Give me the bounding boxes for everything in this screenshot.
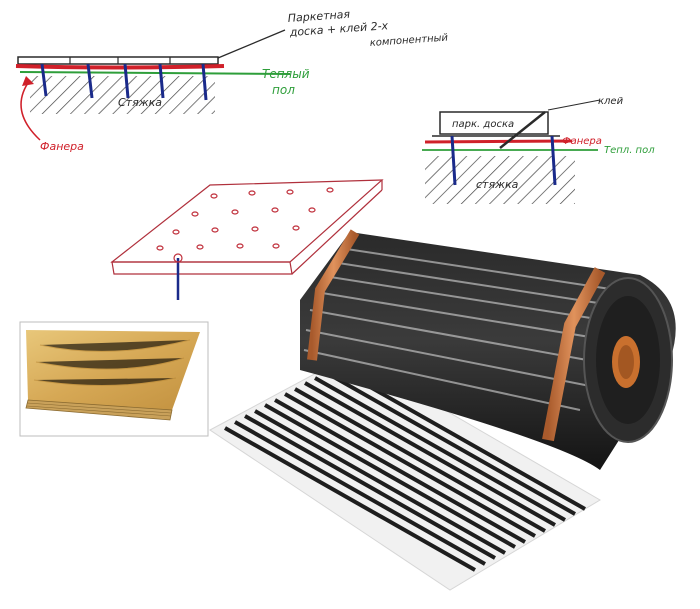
label-warm-floor-2: пол (272, 83, 295, 97)
plywood-edge (25, 399, 173, 421)
screw-holes (156, 187, 334, 251)
copper-busbar-right (542, 267, 606, 442)
label-warm-floor-right: Тепл. пол (604, 145, 655, 156)
roll-stripes (303, 247, 631, 411)
label-board: парк. доска (452, 119, 514, 130)
screed-hatch (30, 76, 215, 114)
plywood-photo (19, 321, 209, 437)
right-floor-sketch: парк. доска клей Фанера Тепл. пол стяжка (422, 96, 655, 204)
leader-parquet (217, 29, 286, 59)
label-screed-top: Стяжка (118, 96, 162, 109)
board-outline (439, 111, 549, 135)
label-plywood-top: Фанера (40, 140, 84, 153)
glue-leader (499, 111, 546, 149)
infrared-film-roll (209, 229, 676, 591)
label-parquet-3: компонентный (369, 33, 448, 49)
copper-busbar-left (307, 229, 360, 361)
plywood-layer-red (15, 64, 225, 70)
plywood-sheet-sketch (110, 179, 384, 300)
leader-plywood (20, 79, 41, 141)
label-plywood-right: Фанера (562, 136, 602, 147)
anchor-bolts (40, 63, 208, 101)
right-plywood-line (424, 139, 573, 144)
film-stripes (224, 365, 586, 572)
top-floor-sketch: Паркетная доска + клей 2-х компонентный … (15, 8, 449, 153)
right-screed-hatch (425, 156, 575, 204)
label-glue: клей (598, 96, 624, 107)
label-parquet-1: Паркетная (287, 8, 351, 25)
warm-floor-line (19, 71, 291, 75)
label-screed-right: стяжка (476, 178, 519, 191)
label-warm-floor-1: Теплый (262, 67, 310, 81)
